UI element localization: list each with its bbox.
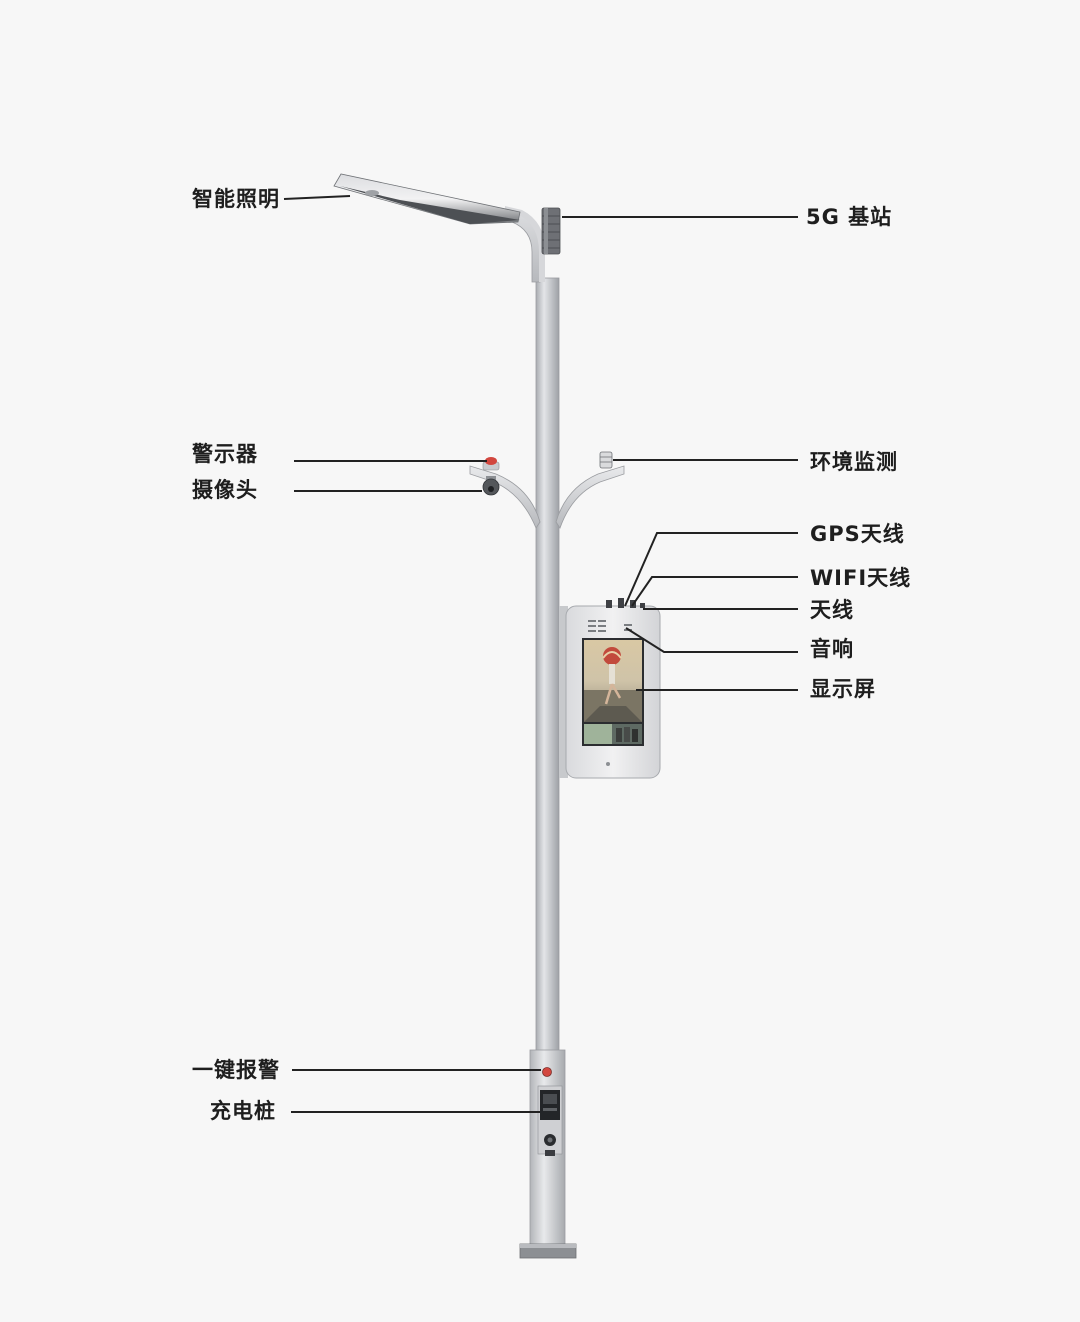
leader-lines [283,195,798,1113]
leader-lighting [283,195,351,200]
label-lighting: 智能照明 [192,187,280,211]
5g-base-station-unit [541,207,561,255]
display-screen [582,638,644,746]
label-camera: 摄像头 [192,478,258,502]
sos-button-unit [542,1067,552,1077]
environment-sensor [599,451,613,469]
street-lamp-head [333,173,521,225]
warning-light [482,457,500,471]
label-warning-light: 警示器 [192,442,258,466]
label-speaker: 音响 [810,637,854,661]
label-wifi-antenna: WIFI天线 [810,566,912,590]
label-gps-antenna: GPS天线 [810,522,905,546]
label-antenna: 天线 [810,598,854,622]
label-env-monitor: 环境监测 [810,450,898,474]
leader-gps [624,532,798,607]
leader-speaker [625,627,798,653]
sensor-arms [469,465,625,529]
label-sos-button: 一键报警 [192,1058,280,1082]
label-display: 显示屏 [810,677,876,701]
label-charger: 充电桩 [210,1099,276,1123]
dome-camera [482,476,500,496]
label-5g-base-station: 5G 基站 [806,205,893,229]
charger-panel [537,1085,563,1156]
leader-wifi [631,576,798,607]
